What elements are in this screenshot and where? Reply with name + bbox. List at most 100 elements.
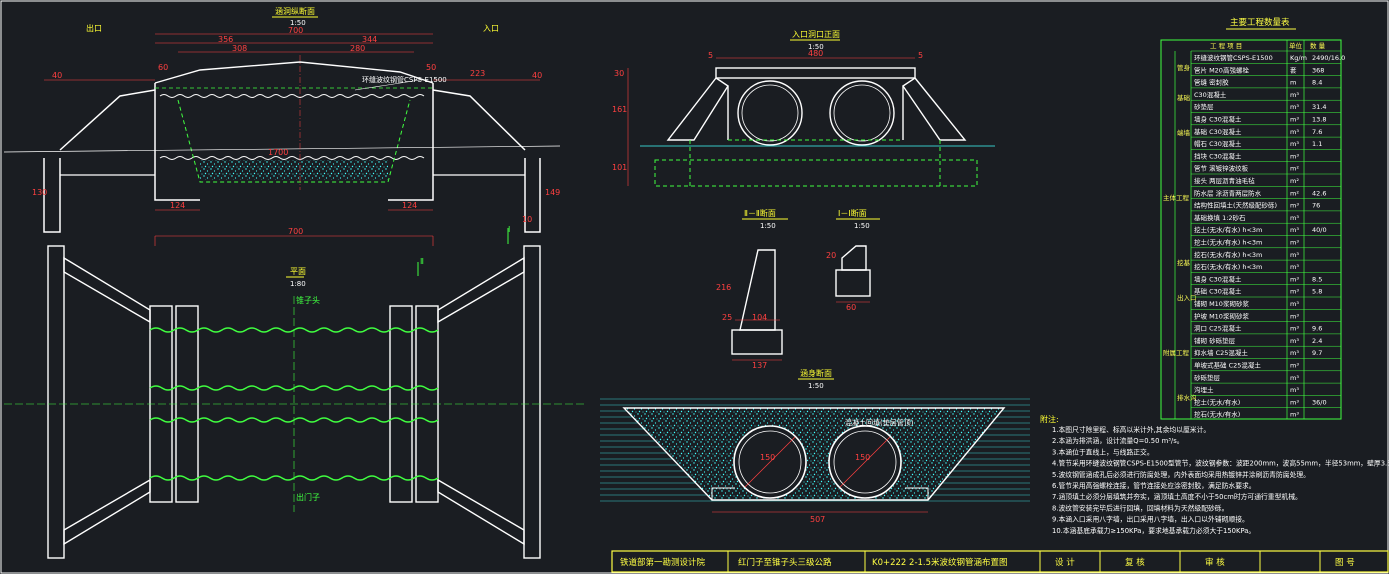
table-cell-item: 铺砌 M10浆砌砂浆 xyxy=(1194,299,1249,308)
table-cell-item: 环缝波纹钢管CSPS-E1500 xyxy=(1194,53,1273,62)
cross-dim-d2: 150 xyxy=(855,453,870,462)
dim-130: 130 xyxy=(32,188,47,197)
table-cell-item: 接头 两层沥青油毛毡 xyxy=(1194,176,1255,185)
table-cell-qty: 31.4 xyxy=(1312,103,1326,111)
table-cell-unit: m³ xyxy=(1290,251,1299,259)
sec1-dim-w1: 20 xyxy=(826,251,836,260)
table-cell-unit: m xyxy=(1290,79,1296,87)
section-I: Ⅰ－Ⅰ断面 1:50 20 60 xyxy=(826,208,880,312)
table-cell-item: 抑水墙 C25混凝土 xyxy=(1194,348,1248,357)
table-cell-item: 挖土(无水/有水) xyxy=(1194,397,1240,406)
table-cell-unit: m³ xyxy=(1290,140,1299,148)
longitudinal-title: 涵洞纵断面 xyxy=(275,6,315,16)
front-scale: 1:50 xyxy=(808,43,824,51)
sec1-dim-w2: 60 xyxy=(846,303,856,312)
cross-note: 混凝土回填(垫层管顶) xyxy=(845,418,914,427)
table-header-qty: 数 量 xyxy=(1310,41,1326,50)
table-cell-item: 挖土(无水/有水) h<3m xyxy=(1194,225,1262,234)
table-sub-churukou: 出入口 xyxy=(1177,293,1197,302)
plan-mark-II: Ⅱ xyxy=(420,257,424,266)
table-sub-guan: 管身 xyxy=(1177,63,1191,72)
table-cell-unit: m³ xyxy=(1290,325,1299,333)
front-dim-h3: 101 xyxy=(612,163,627,172)
table-cell-item: 结构性回填土(天然级配砂砾) xyxy=(1194,201,1277,210)
dim-60: 60 xyxy=(158,63,168,72)
longitudinal-section: 涵洞纵断面 1:50 出口 入口 700 356 344 308 280 40 … xyxy=(3,6,560,237)
front-title: 入口洞口正面 xyxy=(792,29,840,39)
section-II: Ⅱ－Ⅱ断面 1:50 25 104 137 216 xyxy=(716,208,788,370)
table-cell-unit: m³ xyxy=(1290,411,1299,419)
note-item: 8.波纹管安装完毕后进行回填，回填材料为天然级配砂砾。 xyxy=(1052,503,1228,512)
table-cell-item: 基础 C30混凝土 xyxy=(1194,127,1242,136)
table-cell-qty: 368 xyxy=(1312,66,1324,74)
cross-section: 涵身断面 1:50 150 150 507 混凝土回填(垫层管顶) xyxy=(600,368,1030,524)
table-header-item: 工 程 项 目 xyxy=(1210,41,1242,50)
table-cell-qty: 42.6 xyxy=(1312,189,1326,197)
table-cell-unit: m³ xyxy=(1290,103,1299,111)
table-sub-wa: 挖基 xyxy=(1177,258,1191,267)
note-item: 6.管节采用高强螺栓连接，管节连接处应涂密封胶，满足防水要求。 xyxy=(1052,481,1256,490)
dim-1700: 1700 xyxy=(268,148,288,157)
sec2-dim-w1: 25 xyxy=(722,313,732,322)
front-dim-5a: 5 xyxy=(708,51,713,60)
table-cell-unit: m³ xyxy=(1290,226,1299,234)
table-cell-qty: 76 xyxy=(1312,202,1320,210)
dim-inner-left: 308 xyxy=(232,44,247,53)
note-item: 7.涵顶填土必须分层填筑并夯实，涵顶填土高度不小于50cm时方可通行重型机械。 xyxy=(1052,492,1302,501)
table-header-unit: 单位 xyxy=(1289,41,1303,50)
longitudinal-scale: 1:50 xyxy=(290,19,306,27)
plan-view: 平面 1:80 锥子头 出门子 Ⅱ Ⅰ xyxy=(4,225,585,559)
sec1-title: Ⅰ－Ⅰ断面 xyxy=(838,208,867,218)
cross-dim-d1: 150 xyxy=(760,453,775,462)
table-cell-item: 单坡式基础 C25混凝土 xyxy=(1194,361,1261,370)
plan-title: 平面 xyxy=(290,267,306,276)
dim-inner-right: 280 xyxy=(350,44,365,53)
dim-149: 149 xyxy=(545,188,560,197)
table-cell-item: 挡块 C30混凝土 xyxy=(1194,151,1242,160)
pipe-label: 环缝波纹钢管CSPS-E1500 xyxy=(362,75,447,84)
table-cell-unit: m³ xyxy=(1290,300,1299,308)
front-dim-5b: 5 xyxy=(918,51,923,60)
table-cell-unit: m³ xyxy=(1290,349,1299,357)
sec2-dim-w3: 137 xyxy=(752,361,767,370)
dim-total-top: 700 xyxy=(288,26,303,35)
table-cell-qty: 2.4 xyxy=(1312,337,1322,345)
table-group-main: 主体工程 xyxy=(1163,193,1190,202)
table-cell-item: 挖石(无水/有水) h<3m xyxy=(1194,250,1262,259)
table-cell-unit: m³ xyxy=(1290,152,1299,160)
table-cell-item: 砂垫层 xyxy=(1194,102,1214,111)
table-cell-item: 砂砾垫层 xyxy=(1194,373,1221,382)
sec2-title: Ⅱ－Ⅱ断面 xyxy=(744,208,776,218)
sec2-dim-h: 216 xyxy=(716,283,731,292)
plan-bottom-label: 出门子 xyxy=(296,492,320,502)
plan-scale: 1:80 xyxy=(290,280,306,288)
dim-40b: 40 xyxy=(532,71,542,80)
sec2-scale: 1:50 xyxy=(760,222,776,230)
table-cell-unit: m³ xyxy=(1290,312,1299,320)
table-cell-item: 墙身 C30混凝土 xyxy=(1194,274,1242,283)
table-cell-unit: m³ xyxy=(1290,214,1299,222)
note-item: 3.本涵位于直线上，与线路正交。 xyxy=(1052,447,1154,456)
table-cell-item: 挖土(无水/有水) h<3m xyxy=(1194,238,1262,247)
cross-scale: 1:50 xyxy=(808,382,824,390)
front-dim-480: 480 xyxy=(808,49,823,58)
notes-list: 1.本图尺寸除里程、标高以米计外,其余均以厘米计。2.本涵为排洪涵，设计流量Q=… xyxy=(1052,425,1389,535)
cross-title: 涵身断面 xyxy=(800,368,832,378)
table-cell-unit: m³ xyxy=(1290,239,1299,247)
dim-half-left: 356 xyxy=(218,35,233,44)
table-cell-item: 管片 M20高强螺栓 xyxy=(1194,65,1249,74)
inlet-label: 入口 xyxy=(483,24,499,33)
table-cell-qty: 8.4 xyxy=(1312,79,1322,87)
table-cell-qty: 9.6 xyxy=(1312,325,1322,333)
tb-check: 审 核 xyxy=(1205,557,1225,568)
table-cell-qty: 5.8 xyxy=(1312,288,1322,296)
cross-dim-w: 507 xyxy=(810,515,825,524)
table-title: 主要工程数量表 xyxy=(1230,17,1290,28)
table-cell-qty: 8.5 xyxy=(1312,275,1322,283)
dim-h10: 10 xyxy=(522,215,532,224)
tb-sheet: 图 号 xyxy=(1335,558,1355,568)
table-cell-item: 管节 滚镀锌波纹板 xyxy=(1194,164,1249,173)
dim-50: 50 xyxy=(426,63,436,72)
table-cell-unit: m³ xyxy=(1290,116,1299,124)
